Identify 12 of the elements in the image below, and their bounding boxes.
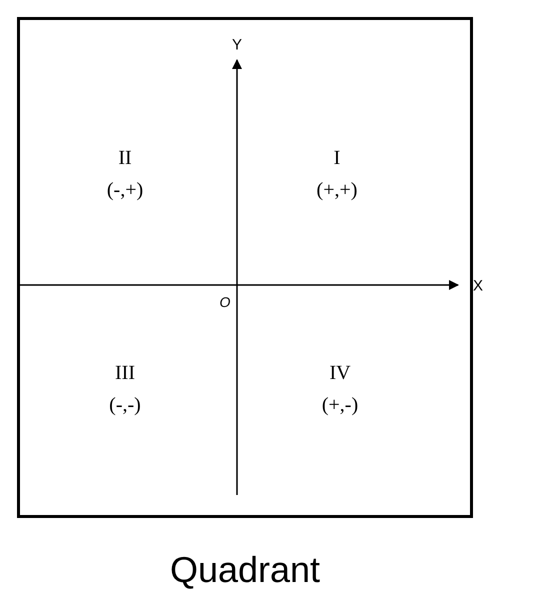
axis-label: X <box>473 278 483 294</box>
caption: Quadrant <box>170 552 320 588</box>
axis-label: Y <box>232 38 242 52</box>
sign-pair: (+,+) <box>316 180 358 200</box>
quadrant-number: II <box>118 148 132 168</box>
origin-label: O <box>220 295 230 309</box>
sign-pair: (-,-) <box>109 395 141 415</box>
quadrant-number: I <box>334 148 340 168</box>
sign-pair: (-,+) <box>106 180 144 200</box>
sign-pair: (+,-) <box>322 395 358 415</box>
quadrant-number: IV <box>329 363 351 383</box>
quadrant-number: III <box>115 363 135 383</box>
